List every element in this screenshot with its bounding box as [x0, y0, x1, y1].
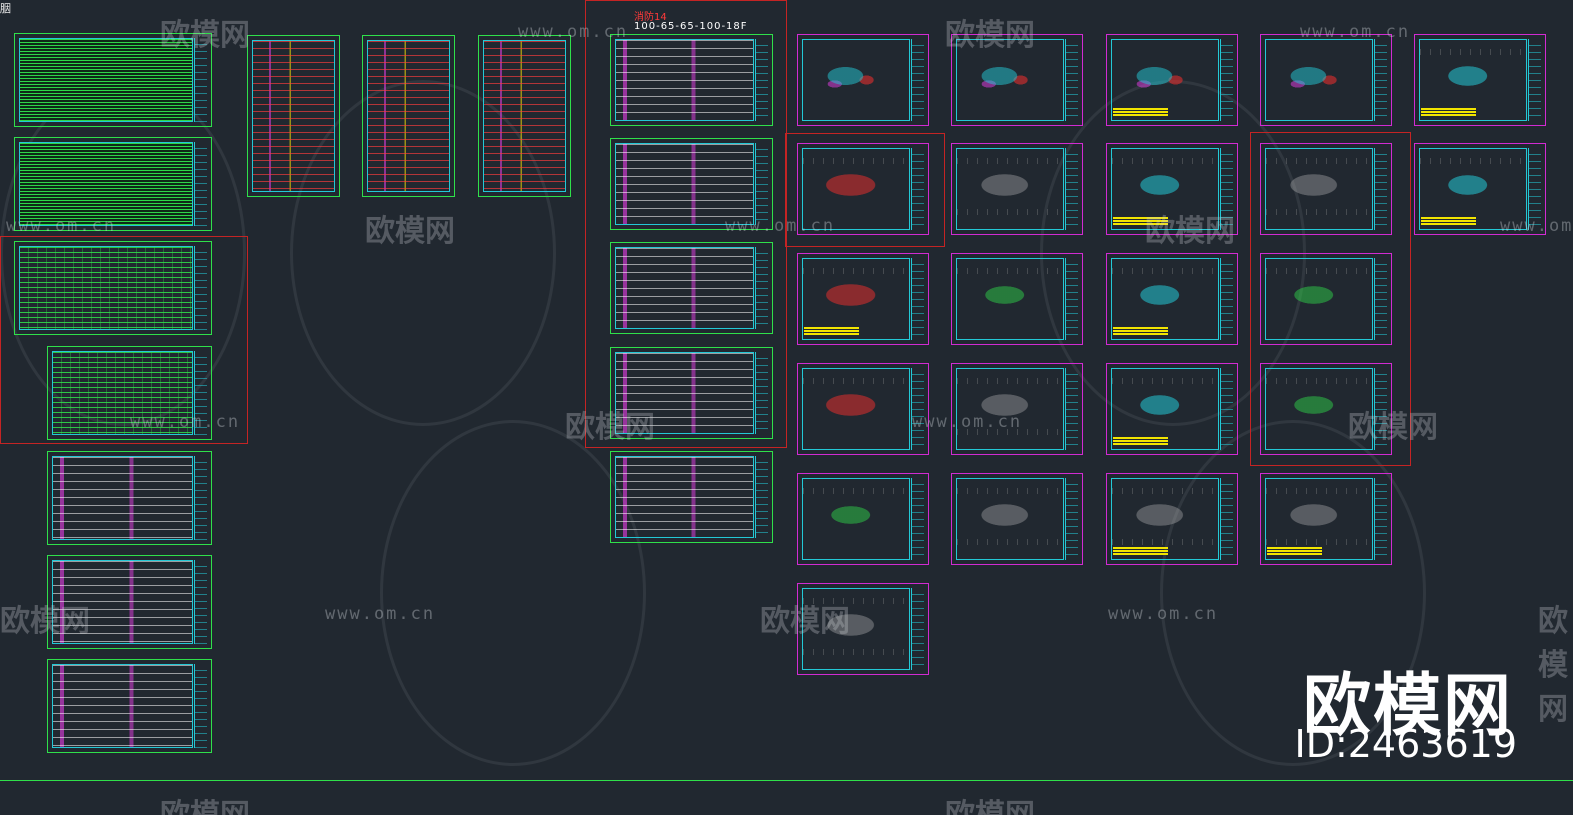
- watermark-logo: 欧模网: [1145, 214, 1235, 249]
- watermark-logo: 欧模网: [160, 18, 250, 53]
- drawing-tab-label[interactable]: 胭: [0, 2, 11, 15]
- floor-plan-sheet[interactable]: [1106, 473, 1238, 565]
- drawing-sheet-detail-2[interactable]: [47, 555, 212, 649]
- drawing-sheet-riser-diagram-1[interactable]: [247, 35, 340, 197]
- watermark-logo: 欧模网: [565, 410, 655, 445]
- selection-highlight: [785, 133, 945, 247]
- drawing-sheet-detail-3[interactable]: [47, 659, 212, 753]
- watermark-url: www.om.cn: [1300, 22, 1411, 42]
- annotation-title: 消防14: [634, 12, 667, 23]
- floor-plan-sheet[interactable]: [1260, 363, 1392, 455]
- floor-plan-sheet[interactable]: [1106, 143, 1238, 235]
- watermark-url: www.om.cn: [725, 216, 836, 236]
- watermark-arc: [1160, 420, 1426, 766]
- drawing-sheet-legend[interactable]: [47, 346, 212, 440]
- floor-plan-sheet[interactable]: [951, 34, 1083, 126]
- watermark-url: www.om.cn: [912, 412, 1023, 432]
- drawing-sheet-design-notes-1[interactable]: [14, 33, 212, 127]
- drawing-sheet-schematic-3[interactable]: [610, 242, 773, 334]
- floor-plan-sheet[interactable]: [1260, 473, 1392, 565]
- floor-plan-sheet[interactable]: [1260, 34, 1392, 126]
- watermark-url: www.om.cn: [325, 604, 436, 624]
- drawing-sheet-materials-table[interactable]: [14, 241, 212, 335]
- watermark-arc: [380, 420, 646, 766]
- floor-plan-sheet[interactable]: [1106, 253, 1238, 345]
- floor-plan-sheet[interactable]: [1414, 143, 1546, 235]
- selection-highlight: [1250, 132, 1411, 466]
- watermark-logo: 欧模网: [1538, 604, 1568, 727]
- watermark-logo: 欧模网: [160, 790, 250, 815]
- annotation-value: 100-65-65-100-18F: [634, 21, 748, 32]
- watermark-logo: 欧模网: [945, 18, 1035, 53]
- watermark-url: www.om.cn: [518, 22, 629, 42]
- drawing-sheet-design-notes-2[interactable]: [14, 137, 212, 231]
- floor-plan-sheet[interactable]: [797, 143, 929, 235]
- floor-plan-sheet[interactable]: [1414, 34, 1546, 126]
- watermark-logo: 欧模网: [365, 214, 455, 249]
- drawing-sheet-riser-diagram-2[interactable]: [362, 35, 455, 197]
- watermark-url: www.om.cn: [6, 216, 117, 236]
- drawing-sheet-riser-diagram-3[interactable]: [478, 35, 571, 197]
- drawing-sheet-detail-1[interactable]: [47, 451, 212, 545]
- floor-plan-sheet[interactable]: [1106, 363, 1238, 455]
- model-space-bottom-edge: [0, 780, 1573, 815]
- selection-highlight: [585, 0, 787, 448]
- brand-watermark: 欧模网: [1302, 667, 1513, 746]
- drawing-sheet-schematic-4[interactable]: [610, 347, 773, 439]
- floor-plan-sheet[interactable]: [951, 363, 1083, 455]
- drawing-sheet-schematic-5[interactable]: [610, 451, 773, 543]
- watermark-url: www.om.cn: [1108, 604, 1219, 624]
- watermark-logo: 欧模网: [0, 604, 90, 639]
- watermark-logo: 欧模网: [1348, 410, 1438, 445]
- floor-plan-sheet[interactable]: [797, 473, 929, 565]
- floor-plan-sheet[interactable]: [1260, 253, 1392, 345]
- watermark-logo: 欧模网: [760, 604, 850, 639]
- floor-plan-sheet[interactable]: [1106, 34, 1238, 126]
- watermark-logo: 欧模网: [945, 790, 1035, 815]
- floor-plan-sheet[interactable]: [797, 583, 929, 675]
- drawing-sheet-schematic-1[interactable]: [610, 34, 773, 126]
- watermark-url: www.om.cn: [130, 412, 241, 432]
- asset-id-label: ID:2463619: [1294, 722, 1517, 766]
- floor-plan-sheet[interactable]: [797, 253, 929, 345]
- floor-plan-sheet[interactable]: [797, 34, 929, 126]
- floor-plan-sheet[interactable]: [951, 253, 1083, 345]
- floor-plan-sheet[interactable]: [1260, 143, 1392, 235]
- drawing-sheet-schematic-2[interactable]: [610, 138, 773, 230]
- floor-plan-sheet[interactable]: [951, 143, 1083, 235]
- floor-plan-sheet[interactable]: [951, 473, 1083, 565]
- selection-highlight: [0, 236, 248, 444]
- watermark-url: www.om.cn: [1500, 216, 1573, 236]
- floor-plan-sheet[interactable]: [797, 363, 929, 455]
